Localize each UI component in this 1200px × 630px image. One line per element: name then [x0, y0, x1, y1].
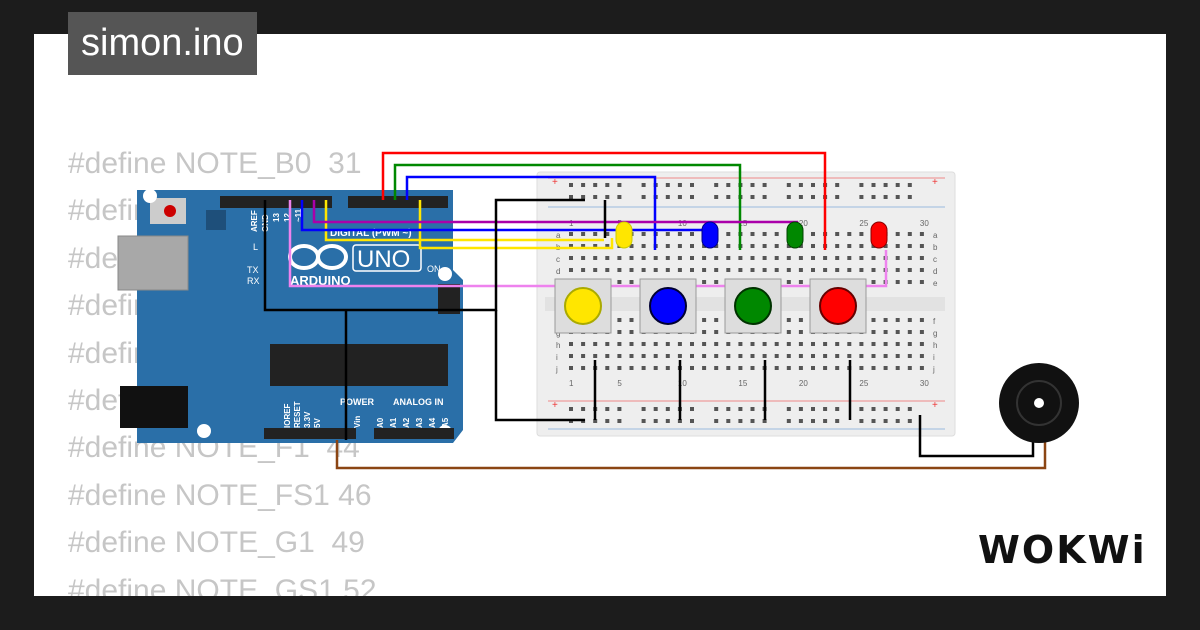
- code-line: #define NOTE_B0 31: [68, 147, 362, 180]
- wire-blue[interactable]: [405, 175, 657, 250]
- a4-label: A4: [428, 417, 437, 428]
- plus-label-bottom: +: [552, 400, 558, 411]
- yellow-led[interactable]: [615, 221, 633, 249]
- pushbuttons: [554, 278, 867, 334]
- uno-label: UNO: [357, 246, 410, 273]
- wire-red[interactable]: [381, 151, 827, 250]
- a3-label: A3: [415, 417, 424, 428]
- analog-header-label: ANALOG IN: [393, 397, 444, 407]
- v33-label: 3.3V: [303, 411, 312, 428]
- usb-port: [117, 235, 189, 291]
- pin12-label: 12: [283, 213, 292, 222]
- breadboard-column-number: 20: [799, 219, 808, 228]
- code-line: #define NOTE_GS1 52: [68, 573, 377, 596]
- wire-yellow-2[interactable]: [324, 200, 604, 242]
- reset-button[interactable]: [164, 205, 176, 217]
- breadboard-row-letter: j: [555, 365, 558, 374]
- header-power: [264, 428, 356, 439]
- plus-label: +: [552, 177, 558, 188]
- buzzer[interactable]: [999, 363, 1079, 443]
- wire-brown[interactable]: [335, 430, 1047, 470]
- breadboard-column-number: 25: [859, 379, 868, 388]
- a5-label: A5: [441, 417, 450, 428]
- a0-label: A0: [376, 417, 385, 428]
- arduino-label: ARDUINO: [290, 273, 351, 288]
- wire-green[interactable]: [393, 163, 742, 250]
- breadboard-row-letter: d: [556, 267, 560, 276]
- breadboard-row-letter: h: [556, 341, 560, 350]
- red-led[interactable]: [870, 221, 888, 249]
- red-pushbutton[interactable]: [809, 278, 867, 334]
- wire-buzzer-gnd[interactable]: [918, 415, 1035, 458]
- power-jack: [120, 386, 188, 428]
- vin-label: Vin: [353, 416, 362, 428]
- breadboard-column-number: 1: [569, 379, 574, 388]
- arduino-uno-board[interactable]: DIGITAL (PWM ~) UNO ARDUINO ON TX RX L P…: [117, 189, 463, 443]
- breadboard-row-letter: a: [556, 231, 561, 240]
- breadboard-column-number: 10: [678, 379, 687, 388]
- breadboard-row-letter: c: [556, 255, 560, 264]
- a1-label: A1: [389, 417, 398, 428]
- header-analog: [374, 428, 454, 439]
- breadboard-column-number: 25: [859, 219, 868, 228]
- breadboard-column-number: 30: [920, 219, 929, 228]
- atmega-chip: [270, 344, 448, 386]
- ioref-label: IOREF: [283, 403, 292, 428]
- wire-blue-2[interactable]: [300, 200, 712, 232]
- code-line: #define NOTE_G1 49: [68, 526, 365, 560]
- wokwi-logo: WOKWi: [978, 528, 1147, 572]
- file-tab[interactable]: simon.ino: [68, 12, 257, 75]
- plus-label-bottom-right: +: [932, 400, 938, 411]
- breadboard-row-letter: a: [933, 231, 938, 240]
- icsp-header: [438, 284, 460, 314]
- code-line: #define NOTE_FS1 46: [68, 478, 372, 512]
- breadboard-row-letter: d: [933, 267, 937, 276]
- breadboard-column-number: 1: [569, 219, 574, 228]
- l-led-label: L: [253, 242, 258, 252]
- header-digital-right: [348, 196, 448, 208]
- breadboard-column-number: 15: [738, 219, 747, 228]
- header-digital-left: [220, 196, 332, 208]
- pin13-label: 13: [272, 213, 281, 222]
- digital-header-label: DIGITAL (PWM ~): [330, 228, 412, 239]
- yellow-pushbutton[interactable]: [554, 278, 612, 334]
- breadboard-row-letter: i: [933, 353, 935, 362]
- plus-label-right: +: [932, 177, 938, 188]
- breadboard-column-number: 5: [617, 379, 622, 388]
- wire-yellow[interactable]: [418, 200, 614, 250]
- power-header-label: POWER: [340, 397, 375, 407]
- breadboard-row-letter: i: [556, 353, 558, 362]
- breadboard-row-letter: c: [933, 255, 937, 264]
- rx-label: RX: [247, 276, 260, 286]
- on-led-label: ON: [427, 264, 441, 274]
- wire-black-gnd-2[interactable]: [494, 310, 585, 422]
- a2-label: A2: [402, 417, 411, 428]
- breadboard-column-number: 20: [799, 379, 808, 388]
- breadboard-row-letter: g: [933, 329, 937, 338]
- breadboard-column-number: 15: [738, 379, 747, 388]
- breadboard-row-letter: h: [933, 341, 937, 350]
- breadboard-row-letter: f: [933, 317, 936, 326]
- blue-pushbutton[interactable]: [639, 278, 697, 334]
- v5-label: 5V: [313, 418, 322, 428]
- green-led[interactable]: [786, 221, 804, 249]
- pin11-label: ~11: [294, 208, 303, 222]
- green-pushbutton[interactable]: [724, 278, 782, 334]
- tx-label: TX: [247, 265, 259, 275]
- blue-led[interactable]: [701, 221, 719, 249]
- leds: [615, 221, 888, 249]
- breadboard-column-number: 10: [678, 219, 687, 228]
- aref-label: AREF: [250, 210, 259, 232]
- breadboard-row-letter: e: [933, 279, 938, 288]
- reset-label: RESET: [293, 401, 302, 428]
- breadboard-row-letter: b: [933, 243, 938, 252]
- breadboard-column-number: 30: [920, 379, 929, 388]
- breadboard-row-letter: j: [932, 365, 935, 374]
